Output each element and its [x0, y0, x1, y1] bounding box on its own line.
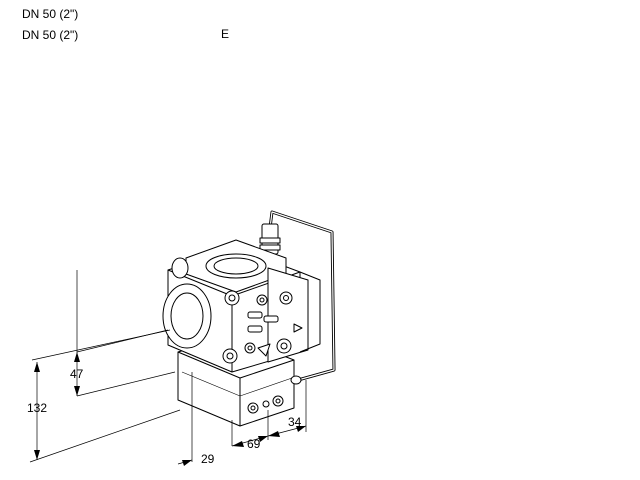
dimension-labels: 47 132 29 69 34: [27, 367, 302, 466]
model-label-1: DN 50 (2"): [22, 7, 79, 21]
valve-illustration: [162, 210, 336, 427]
dim-47-label: 47: [70, 367, 84, 381]
dim-29-label: 29: [201, 452, 215, 466]
model-label-2: DN 50 (2"): [22, 28, 79, 42]
dim-69-label: 69: [247, 437, 261, 451]
dim-132-label: 132: [27, 401, 47, 415]
variant-label: E: [221, 27, 230, 41]
dimension-arrows: [34, 352, 306, 466]
dim-34-label: 34: [288, 415, 302, 429]
